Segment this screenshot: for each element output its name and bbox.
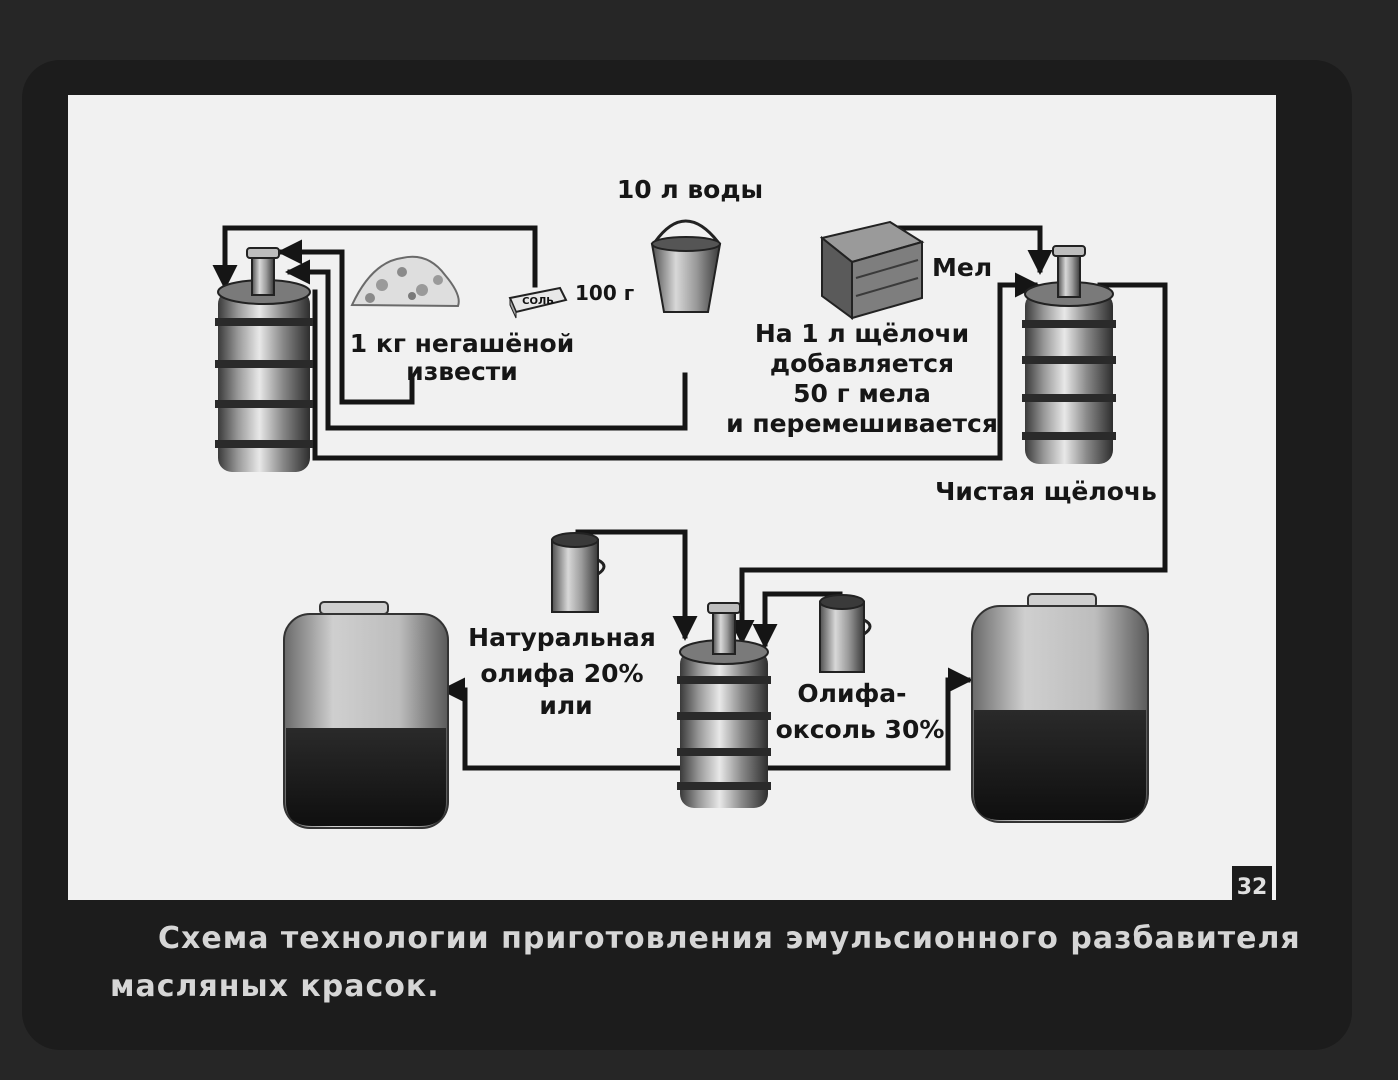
pipe-natural-oil-to-mixer [575, 529, 698, 641]
slide-number: 32 [1237, 875, 1268, 900]
lime-pile [350, 255, 460, 308]
chalk-label: Мел [932, 253, 992, 282]
pipe-mixer-to-right-tank [767, 667, 973, 771]
alkali-label-line2: добавляется [770, 349, 954, 378]
pipe-salt-to-tank1 [212, 225, 538, 290]
natural-oil-label-line2: олифа 20% [480, 659, 643, 688]
chalk-box [819, 220, 925, 320]
barrel-lime [215, 247, 313, 472]
barrel-alkali [1022, 245, 1116, 464]
barrel-mixer [677, 602, 771, 808]
alkali-label-line1: На 1 л щёлочи [755, 319, 969, 348]
salt-amount-label: 100 г [575, 281, 634, 305]
storage-tank-left [283, 601, 449, 829]
oxol-label-line1: Олифа- [797, 679, 906, 708]
caption-line2: масляных красок. [110, 969, 440, 1004]
water-label: 10 л воды [617, 175, 763, 204]
salt-pack-label: СОЛЬ [522, 296, 554, 307]
storage-tank-right [971, 593, 1149, 823]
natural-oil-label-line1: Натуральная [468, 623, 656, 652]
alkali-label-line3: 50 г мела [793, 379, 931, 408]
pipe-mixer-to-left-tank [440, 677, 683, 771]
oxol-pot [819, 594, 872, 673]
oxol-label-line2: оксоль 30% [776, 715, 945, 744]
pipe-lime-to-tank1 [277, 239, 415, 405]
pipe-water-to-tank1 [285, 259, 688, 431]
natural-oil-label-line3: или [539, 691, 592, 720]
pipe-oxol-to-mixer [752, 591, 843, 649]
pipe-chalk-to-tank2 [877, 225, 1053, 275]
caption-line1: Схема технологии приготовления эмульсион… [158, 921, 1301, 956]
natural-oil-pot [551, 532, 606, 613]
lime-label-line2: извести [406, 357, 518, 386]
bucket [650, 219, 722, 313]
pipe-alkali-to-mixer [729, 282, 1168, 645]
lime-label-line1: 1 кг негашёной [350, 329, 574, 358]
pipe-tank1-to-tank2 [312, 272, 1040, 461]
slide-number-box [1232, 866, 1272, 904]
alkali-label-line4: и перемешивается [726, 409, 998, 438]
pipes [212, 225, 1168, 771]
clean-alkali-label: Чистая щёлочь [935, 477, 1157, 506]
salt-pack: СОЛЬ [508, 286, 568, 319]
